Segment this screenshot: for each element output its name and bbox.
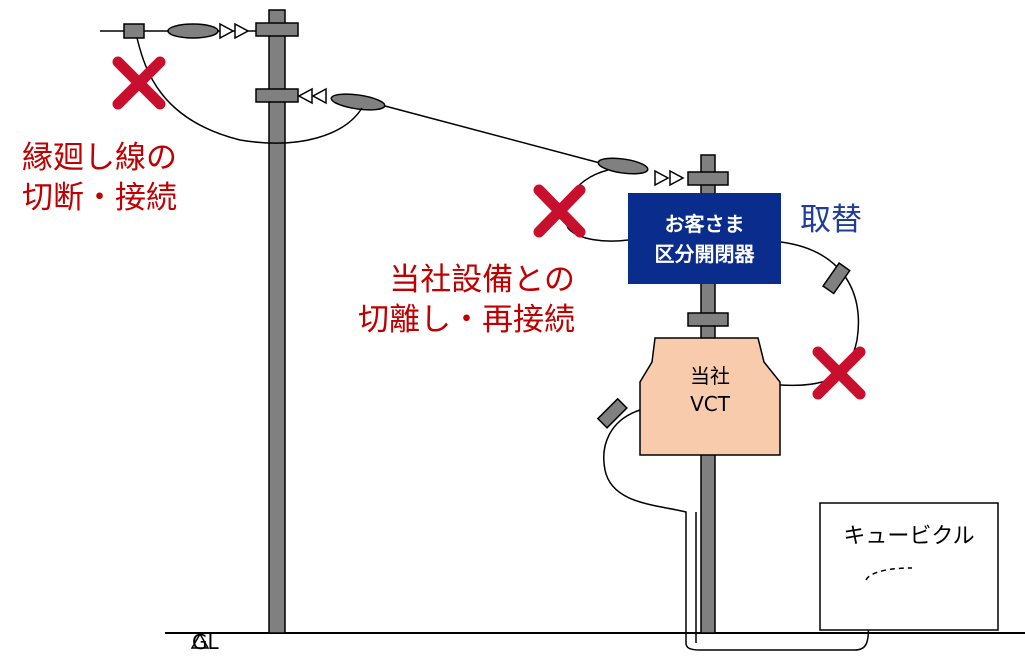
customer-breaker-label-line2: 区分開閉器 bbox=[654, 241, 755, 266]
cut-mark-primary-x-icon bbox=[533, 184, 586, 238]
insulator bbox=[330, 93, 386, 111]
isolation-annotation: 当社設備との 切離し・再接続 bbox=[358, 260, 575, 340]
ground-level-triangle-icon bbox=[190, 632, 210, 649]
cubicle-internal-cable bbox=[865, 567, 913, 581]
insulator bbox=[597, 157, 649, 175]
line-clamp bbox=[123, 23, 145, 39]
cubicle-box bbox=[819, 502, 999, 631]
vct-label: 当社 VCT bbox=[640, 362, 780, 418]
bypass-line-annotation-line1: 縁廻し線の bbox=[22, 140, 177, 176]
cubicle-label: キュービクル bbox=[843, 524, 975, 549]
service-drop-line bbox=[384, 105, 601, 164]
vct-body bbox=[639, 337, 781, 456]
customer-breaker-label-line1: お客さま bbox=[664, 211, 745, 236]
insulator-disc bbox=[219, 22, 235, 40]
cable-connector bbox=[596, 397, 628, 429]
vct-label-line2: VCT bbox=[690, 392, 730, 416]
insulator-disc bbox=[234, 22, 250, 40]
vct-label-line1: 当社 bbox=[690, 364, 730, 388]
left-pole-crossarm-top bbox=[255, 22, 299, 37]
bypass-line-annotation: 縁廻し線の 切断・接続 bbox=[22, 138, 177, 218]
breaker-to-vct-lead bbox=[779, 241, 860, 387]
right-pole-crossarm-lower bbox=[687, 312, 729, 327]
insulator-disc bbox=[669, 169, 685, 187]
isolation-annotation-line2: 切離し・再接続 bbox=[358, 302, 575, 338]
insulator-disc bbox=[654, 169, 670, 187]
bypass-line-annotation-line2: 切断・接続 bbox=[22, 180, 177, 216]
ground-level-label: GL bbox=[192, 630, 219, 654]
replace-annotation: 取替 bbox=[800, 202, 862, 238]
isolation-annotation-line1: 当社設備との bbox=[389, 262, 575, 298]
left-utility-pole bbox=[268, 9, 286, 634]
right-pole-crossarm-top bbox=[687, 171, 729, 186]
bypass-jumper-wire bbox=[136, 37, 363, 144]
cut-mark-bypass-x-icon bbox=[112, 56, 166, 110]
insulator-disc bbox=[297, 87, 313, 105]
cable-connector bbox=[822, 262, 851, 295]
left-pole-crossarm-lower bbox=[255, 88, 299, 103]
breaker-primary-lead bbox=[564, 169, 629, 242]
cut-mark-vct-x-icon bbox=[812, 346, 866, 400]
insulator-disc bbox=[311, 87, 327, 105]
insulator bbox=[167, 23, 219, 39]
customer-breaker-box: お客さま 区分開閉器 bbox=[628, 193, 781, 284]
